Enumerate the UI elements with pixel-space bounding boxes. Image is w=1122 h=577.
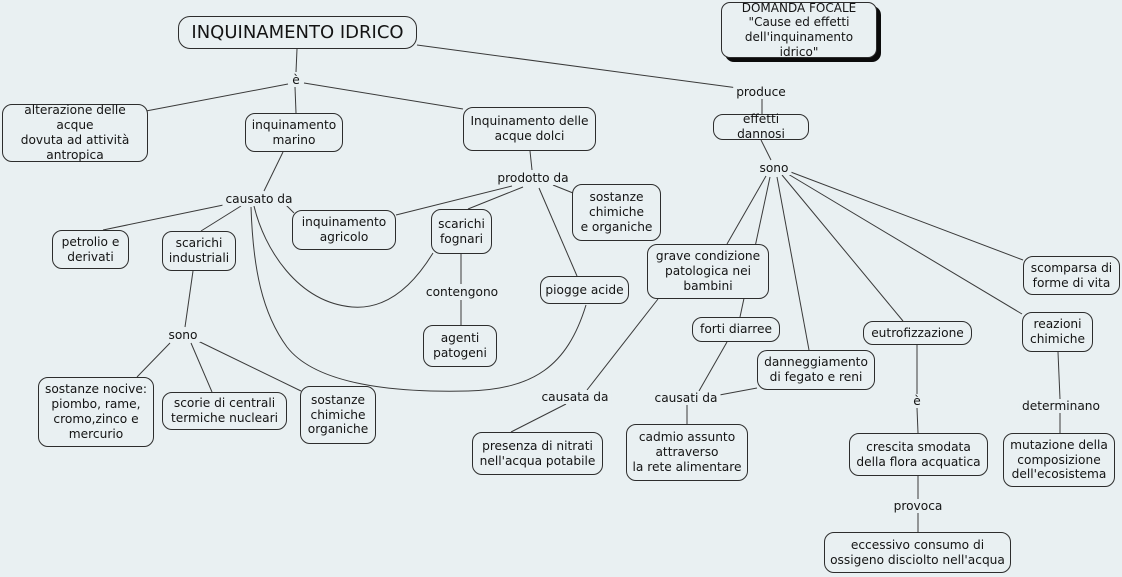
concept-alterazione-acque[interactable]: alterazione delle acque dovuta ad attivi… (2, 103, 148, 162)
concept-effetti-dannosi[interactable]: effetti dannosi (713, 112, 809, 141)
concept-eccessivo-consumo[interactable]: eccessivo consumo di ossigeno disciolto … (824, 532, 1011, 573)
concept-sostanze-nocive[interactable]: sostanze nocive: piombo, rame, cromo,zin… (38, 377, 154, 447)
concept-inquinamento-agricolo[interactable]: inquinamento agricolo (292, 210, 396, 250)
concept-danneggiamento-fegato-reni[interactable]: danneggiamento di fegato e reni (757, 350, 875, 390)
concept-eutrofizzazione[interactable]: eutrofizzazione (863, 321, 972, 345)
concept-piogge-acide[interactable]: piogge acide (540, 276, 629, 304)
link-phrase-contengono[interactable]: contengono (422, 285, 502, 299)
link-phrase-causati-da[interactable]: causati da (651, 391, 721, 405)
link-phrase-prodotto-da[interactable]: prodotto da (494, 171, 572, 185)
concept-scarichi-industriali[interactable]: scarichi industriali (162, 231, 236, 271)
link-phrase-determinano[interactable]: determinano (1019, 399, 1103, 413)
concept-scorie-centrali[interactable]: scorie di centrali termiche nucleari (162, 392, 287, 430)
concept-petrolio-derivati[interactable]: petrolio e derivati (52, 230, 129, 269)
concept-presenza-nitrati[interactable]: presenza di nitrati nell'acqua potabile (472, 432, 603, 475)
link-phrase-causata-da[interactable]: causata da (538, 390, 612, 404)
concept-sostanze-chimiche-organiche[interactable]: sostanze chimiche e organiche (572, 184, 661, 241)
link-phrase-sono-2[interactable]: sono (165, 328, 201, 342)
concept-inquinamento-acque-dolci[interactable]: Inquinamento delle acque dolci (463, 107, 596, 151)
link-phrase-causato-da[interactable]: causato da (222, 192, 296, 206)
concept-sostanze-chimiche-organiche-2[interactable]: sostanze chimiche organiche (300, 386, 376, 444)
concept-inquinamento-idrico[interactable]: INQUINAMENTO IDRICO (178, 16, 417, 49)
link-phrase-provoca[interactable]: provoca (890, 499, 946, 513)
concept-forti-diarree[interactable]: forti diarree (692, 317, 780, 342)
concept-scomparsa-forme-vita[interactable]: scomparsa di forme di vita (1023, 256, 1120, 295)
concept-agenti-patogeni[interactable]: agenti patogeni (423, 325, 497, 367)
concept-grave-condizione[interactable]: grave condizione patologica nei bambini (647, 244, 769, 299)
concept-scarichi-fognari[interactable]: scarichi fognari (431, 209, 492, 254)
concept-reazioni-chimiche[interactable]: reazioni chimiche (1022, 312, 1093, 352)
concept-mutazione-ecosistema[interactable]: mutazione della composizione dell'ecosis… (1003, 433, 1115, 487)
link-phrase-e-1[interactable]: è (289, 73, 303, 87)
concept-crescita-smodata[interactable]: crescita smodata della flora acquatica (849, 433, 988, 476)
concept-cadmio-assunto[interactable]: cadmio assunto attraverso la rete alimen… (626, 424, 748, 481)
link-phrase-e-2[interactable]: è (910, 394, 924, 408)
concept-inquinamento-marino[interactable]: inquinamento marino (245, 113, 343, 152)
link-phrase-produce[interactable]: produce (733, 85, 789, 99)
focal-question-box[interactable]: DOMANDA FOCALE "Cause ed effetti dell'in… (721, 1, 877, 59)
link-phrase-sono-1[interactable]: sono (756, 161, 792, 175)
